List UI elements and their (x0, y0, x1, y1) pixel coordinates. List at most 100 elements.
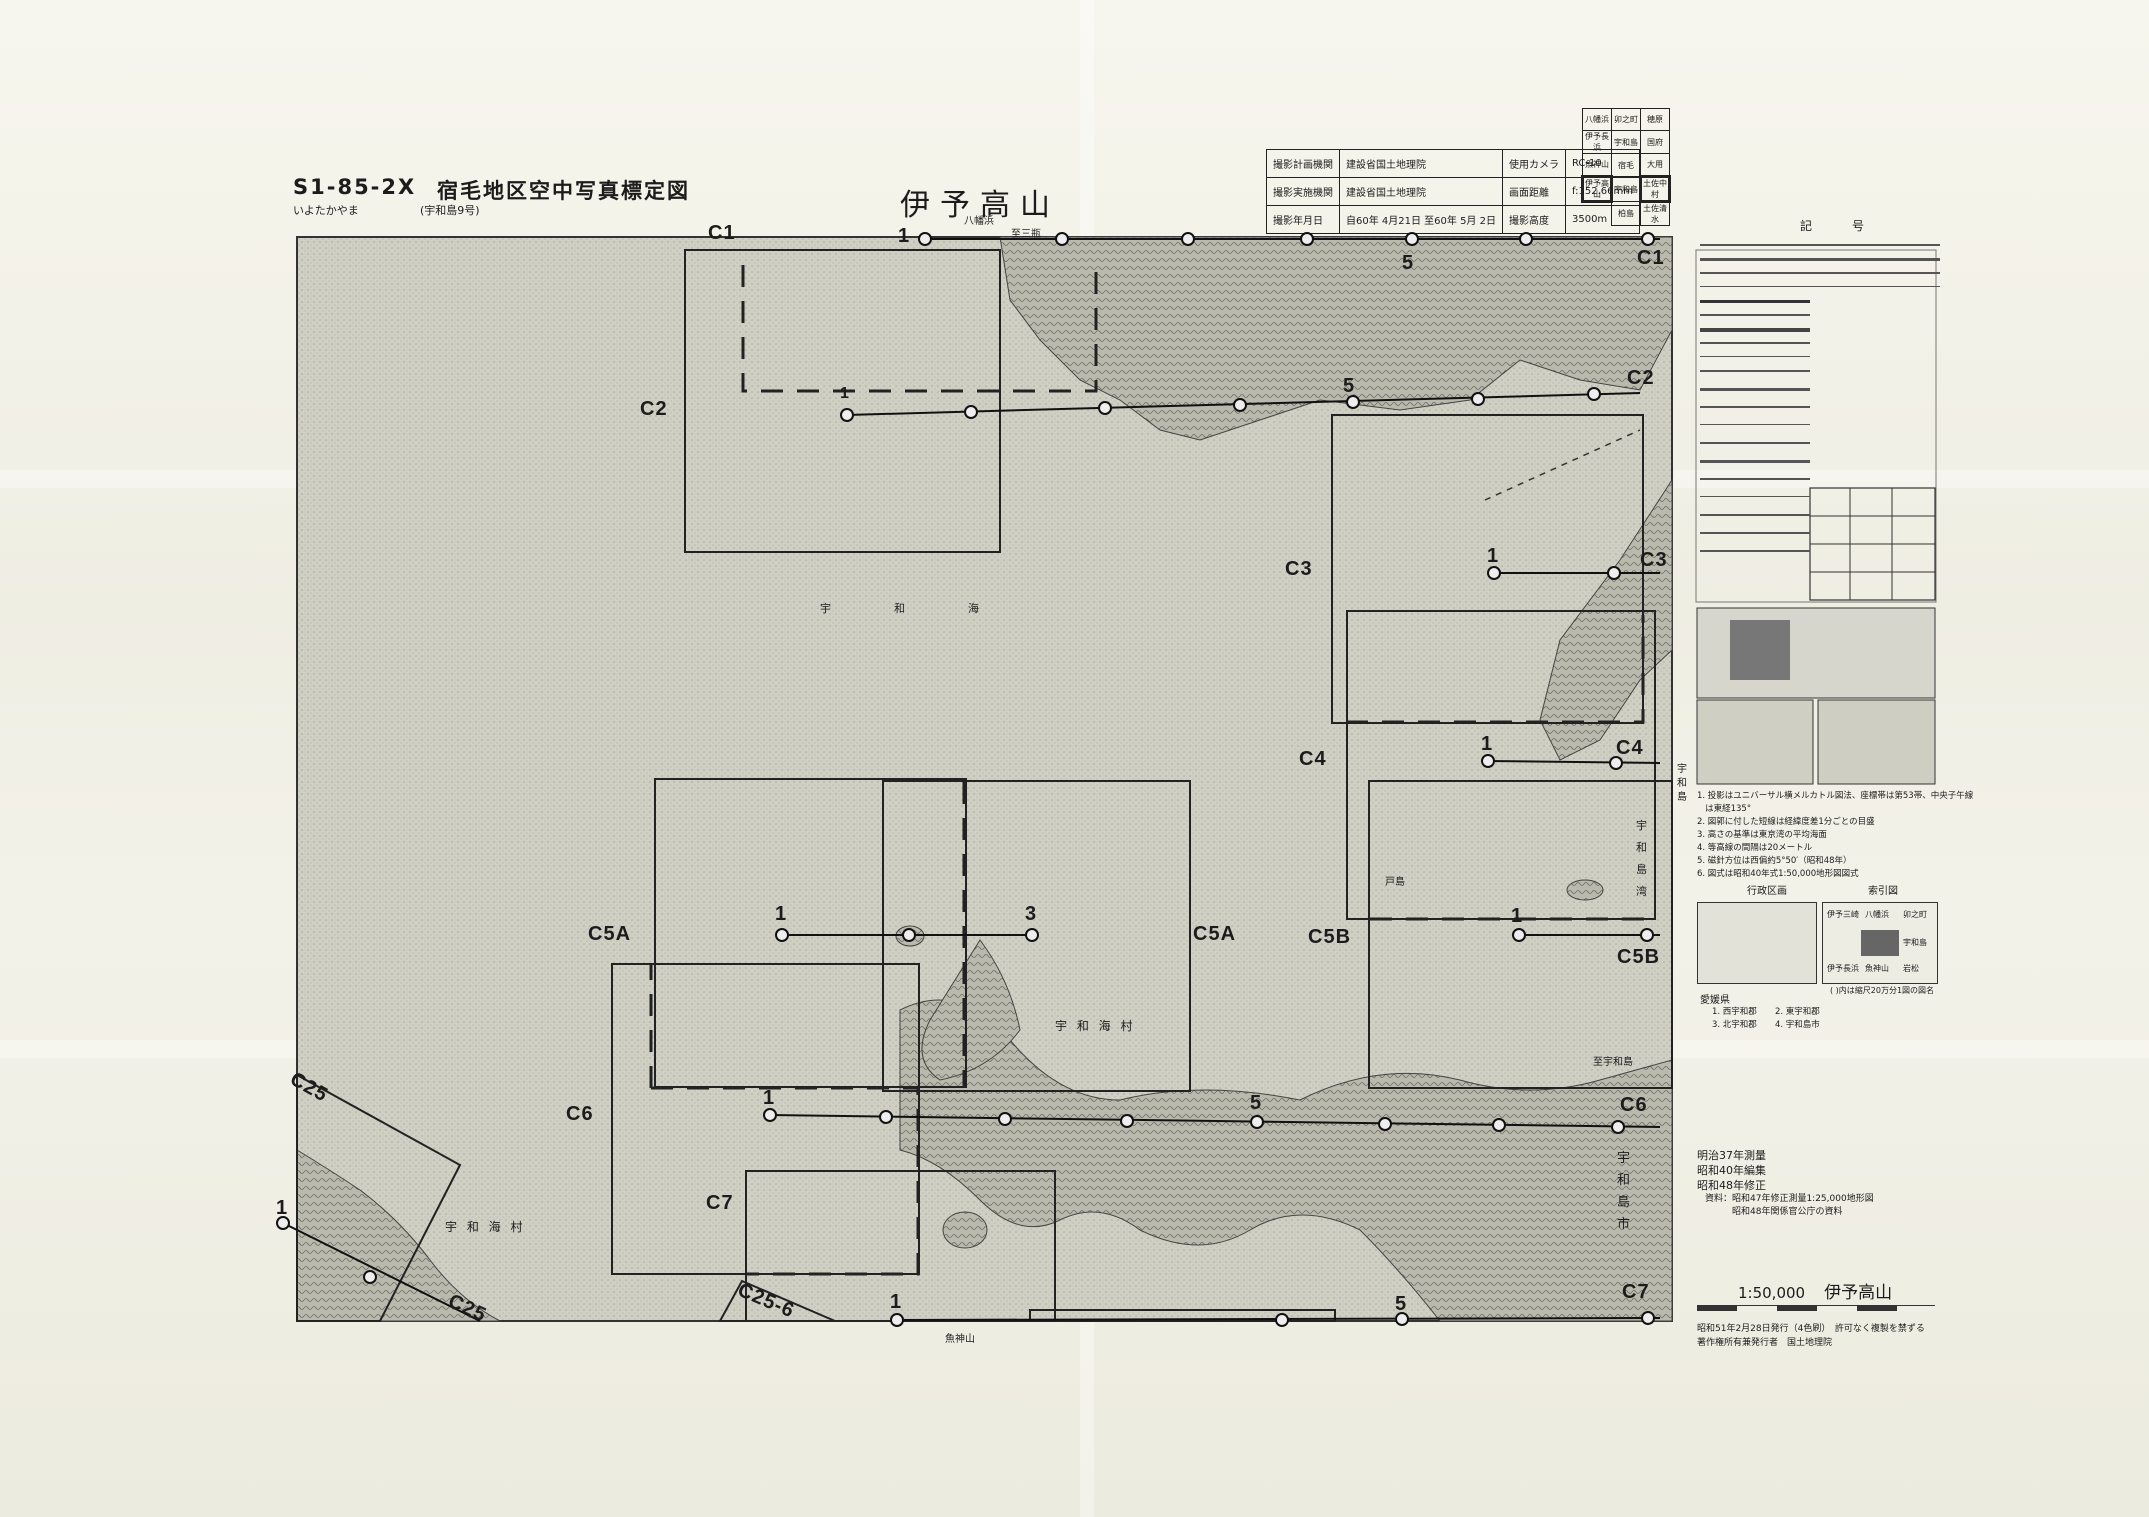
village-label: 宇 和 海 村 (1055, 1019, 1136, 1033)
land-north (999, 236, 1673, 441)
photo-center (363, 1270, 377, 1284)
course-label-c7-end: C7 (1622, 1281, 1650, 1303)
coverage-box (684, 249, 1001, 553)
land-east-peninsula (1539, 478, 1673, 761)
legend-box (1695, 249, 1937, 603)
course-label-c3: C3 (1285, 558, 1313, 580)
admin-item: 1. 西宇和郡 (1712, 1007, 1757, 1017)
course-start-number: 1 (898, 225, 911, 247)
note-line: 2. 図郭に付した短線は経緯度差1分ごとの目盛 (1697, 817, 1875, 827)
note-line: 4. 等高線の間隔は20メートル (1697, 843, 1813, 853)
admin-item: 4. 宇和島市 (1775, 1020, 1820, 1030)
photo-center (890, 1313, 904, 1327)
course-end-number: 5 (1250, 1092, 1263, 1114)
photo-center (1098, 401, 1112, 415)
legend-line (1700, 258, 1940, 261)
photo-center (1275, 1313, 1289, 1327)
place-label: 宇和島 (1677, 764, 1687, 803)
photo-center (998, 1112, 1012, 1126)
overlap-line (651, 1086, 920, 1276)
photo-center (1641, 232, 1655, 246)
course-start-number: 1 (1487, 545, 1500, 567)
adjacent-sheets-table: 八幡浜 卯之町 穂原 伊予長浜 宇和島 国府 魚神山 宿毛 大用 伊予高山 宇和… (1581, 108, 1671, 226)
photo-center (1181, 232, 1195, 246)
photo-center (1378, 1117, 1392, 1131)
magnetic-line (1484, 429, 1641, 501)
photo-center (1300, 232, 1314, 246)
legend-title: 記 号 (1800, 219, 1879, 233)
city-label: 宇和島市 (1617, 1151, 1631, 1232)
scale-bar (1697, 1305, 1935, 1311)
admin-item: 3. 北宇和郡 (1712, 1020, 1757, 1030)
course-start-number: 1 (775, 903, 788, 925)
survey-line: 明治37年測量 (1697, 1149, 1766, 1162)
islet (1566, 879, 1604, 901)
flight-line-c4 (1487, 760, 1661, 764)
note-line: 6. 図式は昭和40年式1:50,000地形図図式 (1697, 869, 1859, 879)
legend-line (1700, 550, 1810, 552)
photo-center (1609, 756, 1623, 770)
coverage-box (1346, 610, 1656, 920)
island (921, 939, 1021, 1081)
village-label: 宇 和 海 村 (445, 1220, 526, 1234)
legend-lines (1700, 238, 1940, 598)
note-line: 5. 磁針方位は西偏約5°50′（昭和48年） (1697, 856, 1852, 866)
course-label-c2: C2 (640, 398, 668, 420)
overlap-line (741, 258, 1098, 393)
course-start-number: 1 (276, 1197, 289, 1219)
photo-center (763, 1108, 777, 1122)
note-line: 3. 高さの基準は東京湾の平均海面 (1697, 830, 1827, 840)
legend-line (1700, 514, 1810, 516)
map-name: 伊予高山 (900, 188, 1060, 223)
course-start-number: 1 (763, 1087, 776, 1109)
legend-line (1700, 300, 1810, 303)
place-label: 戸島 (1385, 877, 1405, 888)
index-cell: 魚神山 (1865, 964, 1889, 973)
photo-center (276, 1216, 290, 1230)
course-end-number: 5 (1395, 1293, 1408, 1315)
map-notes: 1. 投影はユニバーサル横メルカトル図法、座標帯は第53帯、中央子午線 は東経1… (1697, 790, 1973, 881)
photo-center (1487, 566, 1501, 580)
survey-line: 昭和48年修正 (1697, 1179, 1766, 1192)
info-cell: 撮影年月日 (1266, 205, 1340, 234)
coverage-box (1331, 414, 1644, 724)
flight-lines (276, 232, 1661, 1327)
info-cell: 使用カメラ (1501, 149, 1566, 178)
legend-sample-town (1730, 620, 1790, 680)
legend-sample-2 (1696, 699, 1814, 785)
course-label-c4: C4 (1299, 748, 1327, 770)
place-label: 魚神山 (945, 1334, 975, 1345)
sheet-code: S1-85-2X (293, 175, 417, 199)
legend-line (1700, 460, 1810, 463)
index-cell: 伊予三崎 (1827, 910, 1859, 919)
photo-center (902, 928, 916, 942)
islet (942, 1211, 988, 1249)
course-end-number: 5 (1402, 252, 1415, 274)
photo-center (1492, 1118, 1506, 1132)
legend-line (1700, 532, 1810, 534)
scale-ratio: 1:50,000 (1738, 1284, 1806, 1302)
adjacent-cell: 大用 (1640, 153, 1670, 177)
coverage-box (718, 1279, 836, 1322)
legend-line (1700, 424, 1810, 425)
legend-line (1700, 496, 1810, 497)
index-cell: 卯之町 (1903, 910, 1927, 919)
course-label-c5b: C5B (1308, 926, 1352, 948)
photo-center (1025, 928, 1039, 942)
coverage-box (296, 1073, 462, 1322)
index-cell: 宇和島 (1903, 938, 1927, 947)
note-line: は東経135° (1697, 804, 1752, 814)
photo-center (1405, 232, 1419, 246)
photo-center (1512, 928, 1526, 942)
course-label-c3-end: C3 (1640, 549, 1668, 571)
place-label: 至三瓶 (1011, 229, 1041, 240)
legend-line (1700, 314, 1810, 316)
photo-center (1587, 387, 1601, 401)
course-start-number: 1 (1481, 733, 1494, 755)
flight-line-c6 (769, 1114, 1661, 1128)
photo-center (1055, 232, 1069, 246)
map-reading: いよたかやま (293, 204, 359, 217)
index-map: 伊予三崎 八幡浜 卯之町 宇和島 伊予長浜 魚神山 岩松 (1822, 902, 1938, 984)
photo-center (1519, 232, 1533, 246)
photo-center (1611, 1120, 1625, 1134)
